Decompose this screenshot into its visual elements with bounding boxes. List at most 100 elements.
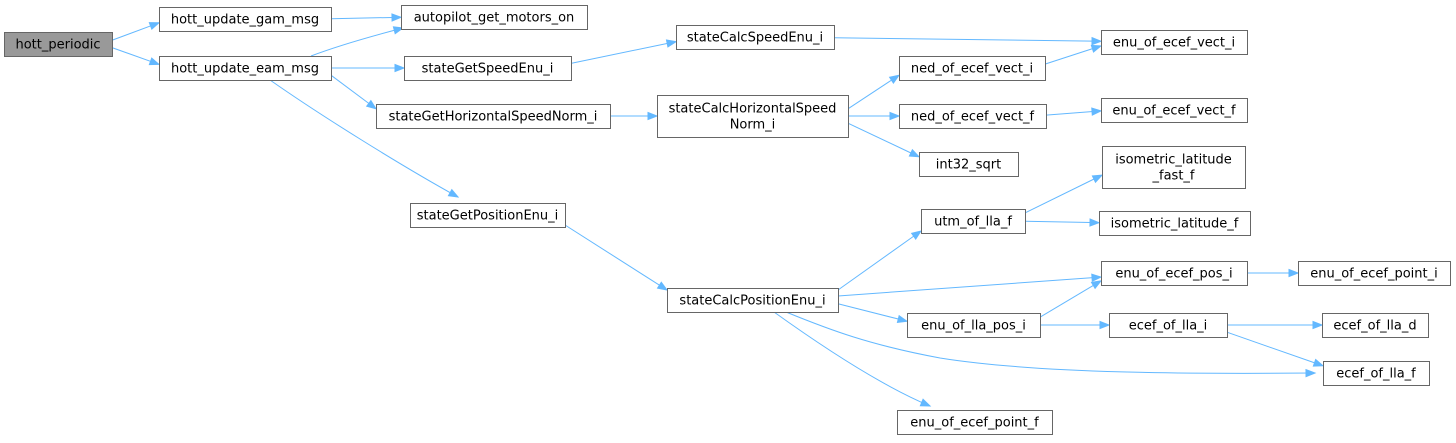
edge-statecalcpositionenu-i-to-enu-of-lla-pos-i: [837, 303, 909, 324]
edge-arrowhead: [888, 74, 901, 84]
node-label: stateGetPositionEnu_i: [417, 209, 559, 224]
node-box: [1298, 261, 1451, 286]
node-label: stateGetHorizontalSpeedNorm_i: [389, 110, 598, 125]
node-stategetpositionenu-i[interactable]: stateGetPositionEnu_i: [410, 203, 566, 228]
edge-arrowhead: [908, 148, 921, 158]
edge-line: [564, 224, 661, 287]
node-label: enu_of_ecef_vect_i: [1113, 36, 1235, 51]
edge-line: [1045, 111, 1094, 116]
node-statecalcpositionenu-i[interactable]: stateCalcPositionEnu_i: [667, 288, 839, 313]
edge-ned-of-ecef-vect-i-to-enu-of-ecef-vect-i: [1044, 44, 1103, 65]
edge-arrowhead: [910, 230, 923, 240]
edge-arrowhead: [919, 398, 932, 407]
node-statecalcspeedenu-i[interactable]: stateCalcSpeedEnu_i: [676, 25, 835, 50]
nodes-layer: hott_periodic hott_update_gam_msg hott_upd…: [4, 5, 1451, 435]
node-label: hott_periodic: [15, 38, 100, 53]
node-ecef-of-lla-f[interactable]: ecef_of_lla_f: [1323, 361, 1430, 386]
edge-ned-of-ecef-vect-f-to-enu-of-ecef-vect-f: [1045, 107, 1103, 116]
edge-statecalchorizontalspeednorm-i-to-ned-of-ecef-vect-f: [848, 111, 901, 121]
edge-arrowhead: [392, 26, 405, 35]
edge-statecalcspeedenu-i-to-enu-of-ecef-vect-i: [833, 36, 1103, 46]
edge-line: [833, 37, 1094, 42]
node-hott-periodic[interactable]: hott_periodic: [4, 32, 113, 57]
node-ecef-of-lla-i[interactable]: ecef_of_lla_i: [1109, 313, 1228, 338]
edge-line: [785, 311, 1316, 374]
node-autopilot-get-motors-on[interactable]: autopilot_get_motors_on: [401, 5, 588, 30]
edge-hott-update-eam-msg-to-stategethorizontalspeednorm-i: [330, 74, 378, 110]
edge-line: [310, 27, 404, 57]
node-box: [1109, 313, 1228, 338]
edge-arrowhead: [1091, 174, 1104, 184]
edge-statecalcpositionenu-i-to-enu-of-ecef-pos-i: [837, 273, 1103, 297]
edge-line: [837, 303, 900, 320]
edge-utm-of-lla-f-to-isometric-latitude-fast-f: [1024, 174, 1104, 214]
node-box: [1101, 261, 1248, 286]
node-isometric-latitude-fast-f[interactable]: isometric_latitude_fast_f: [1102, 146, 1246, 189]
node-ecef-of-lla-d[interactable]: ecef_of_lla_d: [1322, 313, 1429, 338]
node-enu-of-ecef-vect-i[interactable]: enu_of_ecef_vect_i: [1101, 30, 1248, 55]
edge-ecef-of-lla-i-to-ecef-of-lla-f: [1226, 331, 1325, 367]
node-box: [4, 32, 113, 57]
node-box: [404, 56, 572, 81]
edge-line: [1039, 284, 1095, 318]
edge-stategetspeedenu-i-to-statecalcspeedenu-i: [570, 39, 678, 64]
edge-line: [773, 311, 931, 407]
node-hott-update-gam-msg[interactable]: hott_update_gam_msg: [159, 7, 332, 32]
edge-enu-of-ecef-pos-i-to-enu-of-ecef-point-i: [1247, 268, 1300, 278]
node-label: utm_of_lla_f: [934, 215, 1012, 230]
node-enu-of-ecef-vect-f[interactable]: enu_of_ecef_vect_f: [1101, 98, 1248, 123]
node-label: _fast_f: [1152, 169, 1195, 184]
node-label: stateCalcPositionEnu_i: [679, 294, 825, 309]
edge-line: [1024, 178, 1096, 214]
edge-arrowhead: [148, 57, 161, 66]
edge-hott-update-eam-msg-to-autopilot-get-motors-on: [310, 26, 405, 57]
node-box: [919, 152, 1019, 177]
edge-line: [1226, 331, 1316, 364]
node-box: [410, 203, 566, 228]
edge-enu-of-lla-pos-i-to-ecef-of-lla-i: [1040, 320, 1111, 330]
node-label: stateCalcSpeedEnu_i: [687, 31, 823, 46]
edge-arrowhead: [1090, 280, 1103, 290]
node-label: ned_of_ecef_vect_f: [911, 110, 1035, 125]
node-isometric-latitude-f[interactable]: isometric_latitude_f: [1099, 211, 1251, 236]
edge-arrowhead: [1099, 320, 1111, 330]
node-label: ecef_of_lla_d: [1333, 319, 1416, 334]
edge-hott-periodic-to-hott-update-eam-msg: [111, 47, 161, 66]
node-box: [1322, 313, 1429, 338]
edge-statecalchorizontalspeednorm-i-to-int32-sqrt: [847, 122, 921, 158]
node-ned-of-ecef-vect-f[interactable]: ned_of_ecef_vect_f: [899, 104, 1047, 129]
node-label: enu_of_ecef_pos_i: [1115, 267, 1232, 282]
node-ned-of-ecef-vect-i[interactable]: ned_of_ecef_vect_i: [899, 56, 1046, 81]
node-enu-of-lla-pos-i[interactable]: enu_of_lla_pos_i: [907, 313, 1041, 338]
node-stategethorizontalspeednorm-i[interactable]: stateGetHorizontalSpeedNorm_i: [376, 104, 611, 129]
node-box: [657, 95, 849, 138]
edges-layer: [111, 13, 1325, 407]
edge-line: [1024, 220, 1092, 224]
edge-line: [847, 79, 893, 110]
edge-utm-of-lla-f-to-isometric-latitude-f: [1024, 218, 1101, 227]
edge-line: [570, 42, 669, 64]
node-enu-of-ecef-point-f[interactable]: enu_of_ecef_point_f: [897, 410, 1053, 435]
node-stategetspeedenu-i[interactable]: stateGetSpeedEnu_i: [404, 56, 572, 81]
edge-stategethorizontalspeednorm-i-to-statecalchorizontalspeednorm-i: [610, 111, 659, 121]
edge-statecalcpositionenu-i-to-enu-of-ecef-point-f: [773, 311, 932, 407]
edge-arrowhead: [1091, 36, 1103, 46]
node-int32-sqrt[interactable]: int32_sqrt: [919, 152, 1019, 177]
node-box: [899, 104, 1047, 129]
node-utm-of-lla-f[interactable]: utm_of_lla_f: [921, 209, 1026, 234]
node-enu-of-ecef-point-i[interactable]: enu_of_ecef_point_i: [1298, 261, 1451, 286]
node-label: int32_sqrt: [936, 158, 1001, 173]
node-box: [1323, 361, 1430, 386]
edge-stategetpositionenu-i-to-statecalcpositionenu-i: [564, 224, 669, 291]
edge-arrowhead: [665, 39, 678, 48]
node-box: [1102, 146, 1246, 189]
node-hott-update-eam-msg[interactable]: hott_update_eam_msg: [159, 56, 332, 81]
node-box: [667, 288, 839, 313]
node-enu-of-ecef-pos-i[interactable]: enu_of_ecef_pos_i: [1101, 261, 1248, 286]
edge-line: [837, 277, 1094, 297]
node-label: enu_of_ecef_point_f: [910, 416, 1039, 431]
edge-statecalcpositionenu-i-to-ecef-of-lla-f: [785, 311, 1317, 378]
edge-arrowhead: [365, 99, 378, 110]
